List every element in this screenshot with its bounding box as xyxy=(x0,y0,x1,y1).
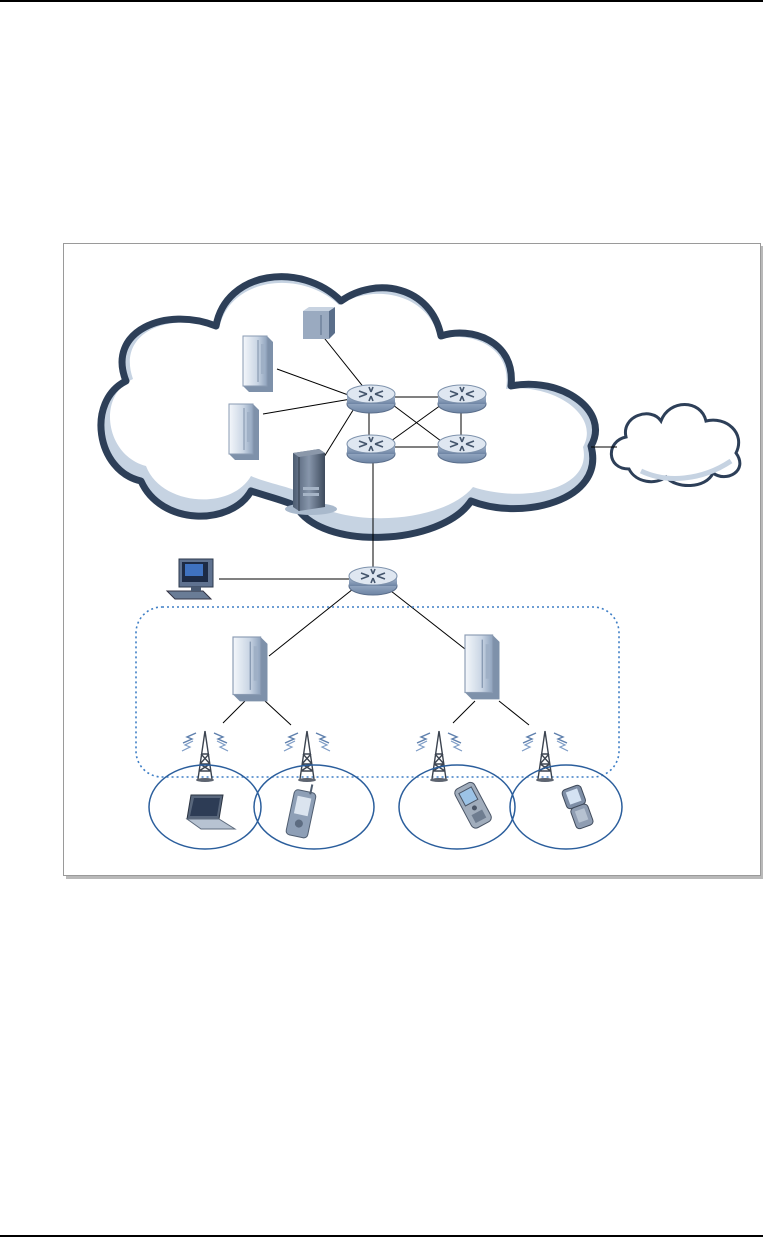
link-controller-left-tower-2 xyxy=(265,701,291,725)
desktop-computer-icon xyxy=(167,559,213,599)
core-server-tower-1-icon xyxy=(243,336,273,392)
coverage-cell-4 xyxy=(510,765,622,849)
link-controller-right-tower-3 xyxy=(453,701,475,723)
controller-right-server-icon xyxy=(465,635,500,699)
antenna-tower-4-icon xyxy=(522,731,568,782)
core-router-c-icon xyxy=(347,435,395,463)
link-controller-left-tower-1 xyxy=(223,701,245,723)
antenna-tower-1-icon xyxy=(182,731,228,782)
flip-phone-icon xyxy=(561,784,594,830)
core-router-d-icon xyxy=(438,435,486,463)
link-edge-controller-right xyxy=(391,591,465,649)
pda-icon xyxy=(285,781,318,838)
mobile-phone-icon xyxy=(453,781,493,830)
core-server-tower-2-icon xyxy=(229,404,259,460)
controller-left-server-icon xyxy=(233,637,268,701)
header-rule xyxy=(0,0,763,2)
network-diagram-figure xyxy=(63,243,761,876)
laptop-icon xyxy=(187,795,235,829)
link-controller-right-tower-4 xyxy=(499,701,529,725)
edge-router-icon xyxy=(349,567,397,595)
network-diagram xyxy=(64,244,760,875)
core-box-server-icon xyxy=(303,307,335,339)
link-edge-controller-left xyxy=(269,589,353,656)
antenna-tower-2-icon xyxy=(284,731,330,782)
footer-rule xyxy=(0,1235,763,1237)
antenna-tower-3-icon xyxy=(416,731,462,782)
core-router-a-icon xyxy=(347,385,395,413)
external-network-cloud-icon xyxy=(611,405,739,486)
core-router-b-icon xyxy=(438,385,486,413)
